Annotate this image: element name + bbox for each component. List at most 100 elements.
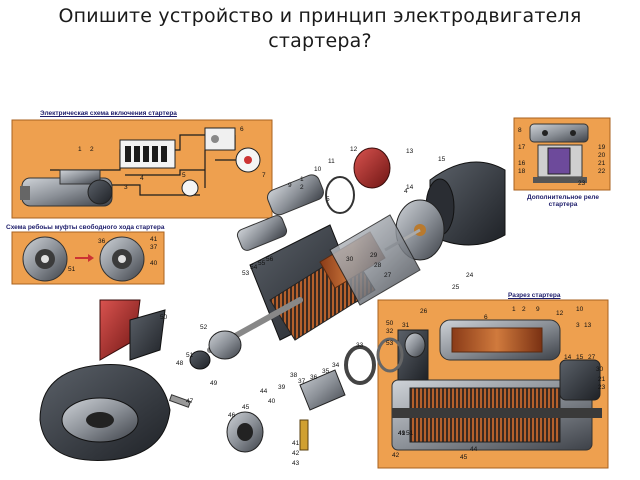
callout-exploded-46: 46 bbox=[228, 412, 236, 419]
callout-cutaway-12: 12 bbox=[556, 310, 564, 317]
callout-exploded-29: 29 bbox=[370, 252, 378, 259]
callout-wiring-6: 6 bbox=[240, 126, 244, 133]
callout-wiring-1: 1 bbox=[78, 146, 82, 153]
callout-cutaway-2: 2 bbox=[522, 306, 526, 313]
callout-wiring-2: 2 bbox=[90, 146, 94, 153]
callout-exploded-34: 34 bbox=[332, 362, 340, 369]
callout-relay-19: 19 bbox=[598, 144, 606, 151]
callout-exploded-25: 25 bbox=[452, 284, 460, 291]
callout-cutaway-27: 27 bbox=[588, 354, 596, 361]
callout-clutch-36: 36 bbox=[98, 238, 106, 245]
callout-cutaway-21: 21 bbox=[598, 376, 606, 383]
slide-title: Опишите устройство и принцип электродвиг… bbox=[0, 4, 640, 54]
callout-exploded-26: 26 bbox=[420, 308, 428, 315]
callout-cutaway-1: 1 bbox=[512, 306, 516, 313]
callout-exploded-27: 27 bbox=[384, 272, 392, 279]
title-line-2: стартера? bbox=[268, 30, 372, 52]
exploded-view bbox=[39, 147, 506, 461]
callout-clutch-51: 51 bbox=[68, 266, 76, 273]
callout-exploded-35: 35 bbox=[322, 368, 330, 375]
callout-relay-22: 22 bbox=[598, 168, 606, 175]
callout-cutaway-3: 3 bbox=[576, 322, 580, 329]
extra-relay-panel bbox=[513, 117, 611, 191]
callout-cutaway-14: 14 bbox=[564, 354, 572, 361]
callout-clutch-37: 37 bbox=[150, 244, 158, 251]
callout-exploded-10: 10 bbox=[314, 166, 322, 173]
callout-exploded-33: 33 bbox=[356, 342, 364, 349]
callout-exploded-51: 51 bbox=[186, 352, 194, 359]
callout-relay-8: 8 bbox=[518, 127, 522, 134]
callout-exploded-54: 54 bbox=[250, 264, 258, 271]
callout-exploded-40: 40 bbox=[268, 398, 276, 405]
callout-exploded-36: 36 bbox=[310, 374, 318, 381]
callout-relay-21: 21 bbox=[598, 160, 606, 167]
callout-exploded-47: 47 bbox=[186, 398, 194, 405]
callout-wiring-4: 4 bbox=[140, 175, 144, 182]
callout-exploded-12: 12 bbox=[350, 146, 358, 153]
callout-exploded-53: 53 bbox=[242, 270, 250, 277]
callout-exploded-48: 48 bbox=[176, 360, 184, 367]
callout-wiring-5: 5 bbox=[182, 172, 186, 179]
callout-exploded-31: 31 bbox=[402, 322, 410, 329]
callout-exploded-55: 55 bbox=[258, 260, 266, 267]
callout-exploded-14: 14 bbox=[406, 184, 414, 191]
callout-exploded-9: 9 bbox=[288, 182, 292, 189]
callout-wiring-7: 7 bbox=[262, 172, 266, 179]
callout-exploded-49: 49 bbox=[210, 380, 218, 387]
callout-cutaway-51: 51 bbox=[406, 430, 414, 437]
callout-exploded-4: 4 bbox=[404, 188, 408, 195]
cutaway-panel bbox=[377, 299, 609, 469]
callout-clutch-41: 41 bbox=[150, 236, 158, 243]
callout-exploded-24: 24 bbox=[466, 272, 474, 279]
callout-exploded-50: 50 bbox=[160, 314, 168, 321]
callout-cutaway-30: 30 bbox=[596, 366, 604, 373]
extra-relay-label-line-2: стартера bbox=[548, 201, 578, 208]
callout-relay-16: 16 bbox=[518, 160, 526, 167]
callout-relay-23: 23 bbox=[578, 180, 586, 187]
extra-relay-label: Дополнительное реле стартера bbox=[520, 194, 606, 208]
callout-cutaway-10: 10 bbox=[576, 306, 584, 313]
callout-wiring-3: 3 bbox=[124, 184, 128, 191]
callout-exploded-5: 5 bbox=[326, 196, 330, 203]
title-line-1: Опишите устройство и принцип электродвиг… bbox=[58, 5, 582, 27]
callout-exploded-38: 38 bbox=[290, 372, 298, 379]
callout-exploded-28: 28 bbox=[374, 262, 382, 269]
callout-exploded-30: 30 bbox=[346, 256, 354, 263]
callout-exploded-56: 56 bbox=[266, 256, 274, 263]
callout-cutaway-53: 53 bbox=[386, 340, 394, 347]
callout-cutaway-15: 15 bbox=[576, 354, 584, 361]
wiring-scheme-label: Электрическая схема включения стартера bbox=[40, 110, 177, 117]
callout-exploded-39: 39 bbox=[278, 384, 286, 391]
callout-cutaway-13: 13 bbox=[584, 322, 592, 329]
callout-cutaway-23: 23 bbox=[598, 384, 606, 391]
callout-exploded-43: 43 bbox=[292, 460, 300, 467]
callout-cutaway-49: 49 bbox=[398, 430, 406, 437]
callout-exploded-52: 52 bbox=[200, 324, 208, 331]
callout-cutaway-42: 42 bbox=[392, 452, 400, 459]
callout-relay-18: 18 bbox=[518, 168, 526, 175]
callout-cutaway-44: 44 bbox=[470, 446, 478, 453]
callout-cutaway-41: 41 bbox=[398, 430, 406, 437]
callout-exploded-13: 13 bbox=[406, 148, 414, 155]
callout-cutaway-9: 9 bbox=[536, 306, 540, 313]
extra-relay-label-line-1: Дополнительное реле bbox=[527, 194, 599, 201]
callout-exploded-41: 41 bbox=[292, 440, 300, 447]
callout-exploded-2: 2 bbox=[300, 184, 304, 191]
callout-exploded-42: 42 bbox=[292, 450, 300, 457]
callout-cutaway-6: 6 bbox=[484, 314, 488, 321]
callout-cutaway-50: 50 bbox=[386, 320, 394, 327]
callout-exploded-1: 1 bbox=[300, 176, 304, 183]
callout-exploded-15: 15 bbox=[438, 156, 446, 163]
callout-exploded-32: 32 bbox=[386, 328, 394, 335]
cutaway-label: Разрез стартера bbox=[508, 292, 561, 299]
clutch-scheme-label: Схема ребоьы муфты свободного хода старт… bbox=[6, 224, 165, 231]
callout-clutch-40: 40 bbox=[150, 260, 158, 267]
callout-relay-17: 17 bbox=[518, 144, 526, 151]
clutch-scheme-panel bbox=[11, 231, 165, 285]
callout-relay-20: 20 bbox=[598, 152, 606, 159]
callout-exploded-45: 45 bbox=[242, 404, 250, 411]
callout-exploded-37: 37 bbox=[298, 378, 306, 385]
callout-exploded-11: 11 bbox=[328, 158, 335, 165]
wiring-scheme-panel bbox=[11, 119, 273, 219]
